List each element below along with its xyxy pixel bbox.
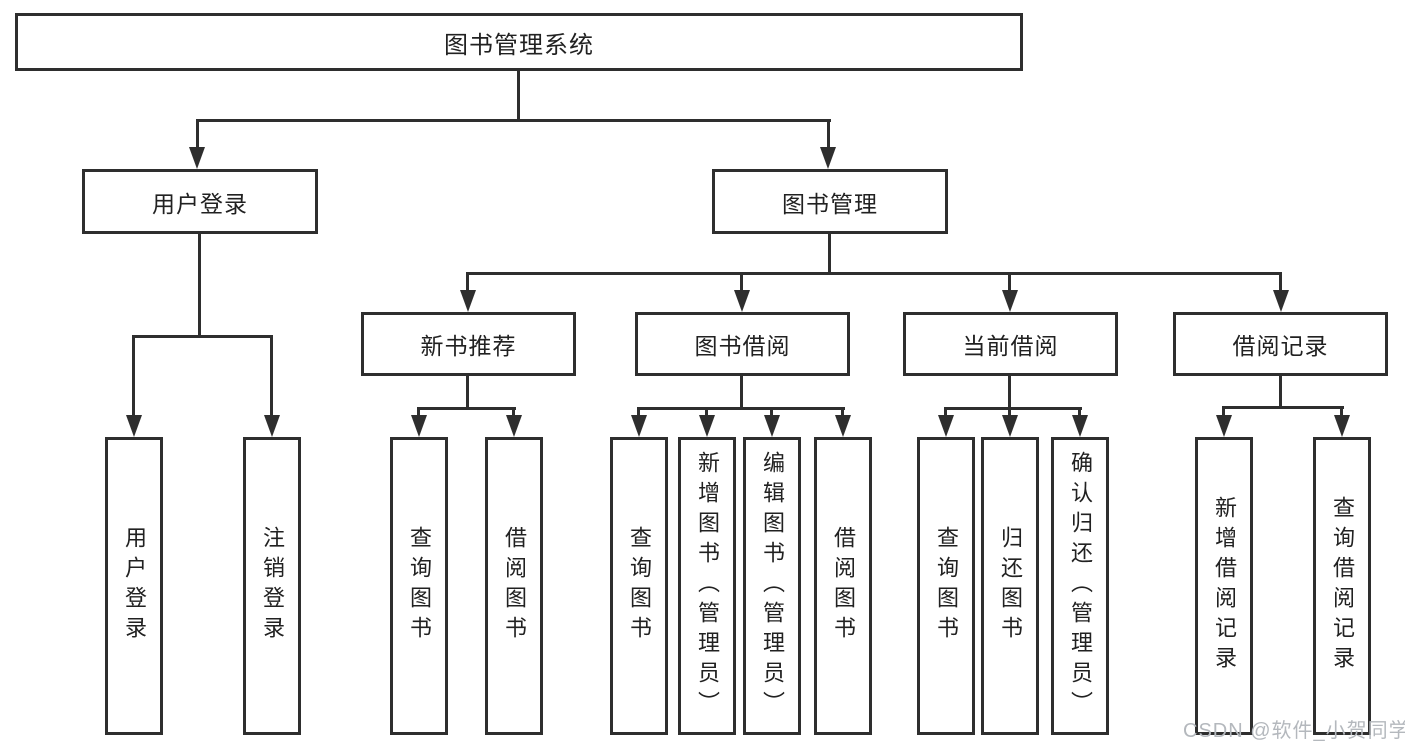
connector-book-borrowing-stem — [740, 375, 743, 409]
connector-current-borrowing-splitter — [944, 407, 1082, 410]
connector-book-borrowing-splitter — [637, 407, 845, 410]
arrow-down-icon — [1002, 290, 1018, 312]
connector-arm — [637, 407, 640, 419]
arrow-down-icon — [264, 415, 280, 437]
leaf-add-borrow-record: 新增借阅记录 — [1195, 437, 1253, 735]
leaf-edit-book-admin-label: 编辑图书（管理员） — [760, 451, 785, 721]
csdn-watermark: CSDN @软件_小贺同学 — [1183, 720, 1405, 742]
connector-arm — [705, 407, 708, 419]
connector-user-login-stem — [198, 234, 201, 337]
node-current-borrowing: 当前借阅 — [903, 312, 1118, 376]
arrow-down-icon — [734, 290, 750, 312]
leaf-return-book-label: 归还图书 — [998, 526, 1023, 646]
arrow-down-icon — [699, 415, 715, 437]
leaf-add-borrow-record-label: 新增借阅记录 — [1212, 496, 1237, 676]
arrow-down-icon — [835, 415, 851, 437]
leaf-query-borrow-record-label: 查询借阅记录 — [1330, 496, 1355, 676]
connector-borrowing-records-splitter — [1222, 406, 1344, 409]
leaf-confirm-return-admin: 确认归还（管理员） — [1051, 437, 1109, 735]
leaf-query-borrow-record: 查询借阅记录 — [1313, 437, 1371, 735]
connector-arm-current-borrowing — [1008, 272, 1011, 292]
leaf-borrow-book-recommend: 借阅图书 — [485, 437, 543, 735]
connector-arm-book-borrowing — [740, 272, 743, 292]
connector-arm — [1222, 406, 1225, 419]
leaf-query-book-borrowing: 查询图书 — [610, 437, 668, 735]
arrow-down-icon — [126, 415, 142, 437]
leaf-borrow-book-borrowing-label: 借阅图书 — [831, 526, 856, 646]
connector-current-borrowing-stem — [1008, 375, 1011, 409]
connector-arm-user-login — [196, 119, 199, 150]
arrow-down-icon — [506, 415, 522, 437]
leaf-logout-label: 注销登录 — [260, 526, 285, 646]
arrow-down-icon — [938, 415, 954, 437]
connector-arm — [417, 407, 420, 419]
connector-new-book-rec-stem — [466, 375, 469, 409]
arrow-down-icon — [820, 147, 836, 169]
node-borrowing-records: 借阅记录 — [1173, 312, 1388, 376]
connector-book-management-stem — [828, 234, 831, 274]
leaf-user-login: 用户登录 — [105, 437, 163, 735]
leaf-query-book-current: 查询图书 — [917, 437, 975, 735]
connector-arm-leaf-logout — [270, 335, 273, 417]
connector-borrowing-records-stem — [1279, 375, 1282, 408]
connector-arm — [512, 407, 515, 419]
connector-arm — [1340, 406, 1343, 419]
leaf-borrow-book-recommend-label: 借阅图书 — [502, 526, 527, 646]
node-root-label: 图书管理系统 — [444, 31, 594, 59]
node-current-borrowing-label: 当前借阅 — [962, 333, 1059, 359]
connector-arm-leaf-user-login — [132, 335, 135, 417]
connector-arm — [944, 407, 947, 419]
node-book-management: 图书管理 — [712, 169, 948, 234]
leaf-query-book-recommend-label: 查询图书 — [407, 526, 432, 646]
node-book-borrowing-label: 图书借阅 — [694, 333, 791, 359]
connector-arm-borrowing-records — [1279, 272, 1282, 292]
arrow-down-icon — [1216, 415, 1232, 437]
connector-arm — [1008, 407, 1011, 419]
connector-user-login-splitter — [132, 335, 273, 338]
arrow-down-icon — [1273, 290, 1289, 312]
leaf-user-login-label: 用户登录 — [122, 526, 147, 646]
connector-arm — [841, 407, 844, 419]
connector-root-splitter — [196, 119, 831, 122]
arrow-down-icon — [1002, 415, 1018, 437]
connector-arm-new-book-rec — [466, 272, 469, 292]
arrow-down-icon — [460, 290, 476, 312]
connector-arm-book-management — [827, 119, 830, 150]
leaf-return-book: 归还图书 — [981, 437, 1039, 735]
connector-arm — [770, 407, 773, 419]
leaf-add-book-admin: 新增图书（管理员） — [678, 437, 736, 735]
leaf-borrow-book-borrowing: 借阅图书 — [814, 437, 872, 735]
arrow-down-icon — [411, 415, 427, 437]
node-root: 图书管理系统 — [15, 13, 1023, 71]
arrow-down-icon — [1072, 415, 1088, 437]
node-book-management-label: 图书管理 — [782, 190, 878, 217]
arrow-down-icon — [1334, 415, 1350, 437]
leaf-query-book-current-label: 查询图书 — [934, 526, 959, 646]
connector-arm — [1078, 407, 1081, 419]
arrow-down-icon — [764, 415, 780, 437]
node-user-login: 用户登录 — [82, 169, 318, 234]
node-borrowing-records-label: 借阅记录 — [1232, 333, 1329, 359]
leaf-edit-book-admin: 编辑图书（管理员） — [743, 437, 801, 735]
leaf-query-book-recommend: 查询图书 — [390, 437, 448, 735]
leaf-logout: 注销登录 — [243, 437, 301, 735]
connector-root-stem — [517, 70, 520, 121]
connector-new-book-rec-splitter — [417, 407, 516, 410]
leaf-add-book-admin-label: 新增图书（管理员） — [695, 451, 720, 721]
arrow-down-icon — [189, 147, 205, 169]
leaf-query-book-borrowing-label: 查询图书 — [627, 526, 652, 646]
node-new-book-recommendation-label: 新书推荐 — [420, 333, 517, 359]
arrow-down-icon — [631, 415, 647, 437]
node-new-book-recommendation: 新书推荐 — [361, 312, 576, 376]
node-user-login-label: 用户登录 — [152, 190, 248, 217]
connector-book-management-splitter — [466, 272, 1282, 275]
node-book-borrowing: 图书借阅 — [635, 312, 850, 376]
leaf-confirm-return-admin-label: 确认归还（管理员） — [1068, 451, 1093, 721]
